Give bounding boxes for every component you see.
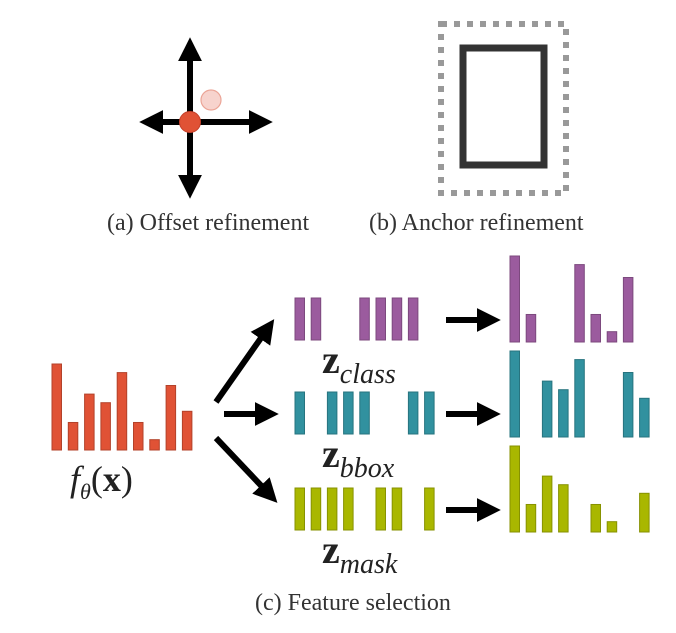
anchor-refinement-panel	[438, 21, 569, 196]
output-bar-bbox	[639, 397, 650, 438]
input-bar	[149, 439, 160, 451]
output-arrows	[446, 308, 501, 522]
output-bar-mask	[558, 484, 569, 533]
mask-bar-mask	[310, 487, 322, 531]
output-bar-mask	[606, 521, 618, 533]
selection-masks	[294, 297, 435, 531]
input-bar	[84, 393, 95, 451]
output-bar-mask	[541, 475, 553, 533]
output-bar-class	[509, 255, 520, 343]
input-bar	[67, 421, 79, 451]
input-bar	[133, 421, 144, 451]
output-bar-mask	[590, 503, 601, 533]
mask-bar-bbox	[326, 391, 338, 435]
mask-bar-class	[407, 297, 419, 341]
z-class-label: zclass	[322, 336, 396, 390]
refined-anchor-dotted	[438, 21, 569, 196]
mask-bar-bbox	[407, 391, 419, 435]
subscript-bbox: bbox	[339, 453, 395, 484]
f-symbol: f	[70, 459, 81, 499]
output-bar-bbox	[509, 350, 520, 438]
mask-bar-mask	[343, 487, 354, 531]
mask-bar-mask	[326, 487, 338, 531]
selected-feature-bars	[509, 255, 650, 533]
output-bar-mask	[509, 445, 520, 533]
arrow-to-mask	[213, 435, 278, 503]
caption-feature-selection: (c) Feature selection	[255, 590, 451, 616]
mask-bar-bbox	[424, 391, 435, 435]
refined-point	[200, 89, 222, 111]
caption-anchor-refinement: (b) Anchor refinement	[369, 210, 584, 236]
input-feature-bars	[51, 363, 193, 451]
z-symbol: z	[322, 527, 340, 572]
theta-symbol: θ	[80, 479, 91, 504]
output-bar-class	[590, 313, 601, 343]
feature-extractor-label: fθ(x)	[70, 458, 133, 504]
mask-bar-class	[359, 297, 370, 341]
input-bar	[51, 363, 62, 451]
output-bar-class	[606, 331, 618, 343]
original-anchor-box	[459, 44, 548, 169]
x-symbol: x	[102, 459, 121, 499]
mask-bar-bbox	[294, 391, 305, 435]
close-paren: )	[120, 459, 133, 499]
output-bar-bbox	[622, 372, 634, 438]
output-bar-class	[574, 264, 585, 343]
mask-bar-class	[310, 297, 322, 341]
z-symbol: z	[322, 337, 340, 382]
arrow-to-class	[213, 319, 275, 404]
mask-bar-mask	[294, 487, 305, 531]
caption-offset-refinement: (a) Offset refinement	[107, 210, 310, 236]
input-bar	[100, 402, 111, 451]
open-paren: (	[90, 459, 103, 499]
input-bar	[181, 410, 193, 451]
mask-bar-class	[294, 297, 305, 341]
output-bar-bbox	[574, 359, 585, 438]
split-arrows	[213, 319, 279, 503]
mask-bar-class	[391, 297, 403, 341]
z-bbox-label: zbbox	[322, 430, 394, 484]
original-point	[179, 111, 201, 133]
mask-bar-mask	[375, 487, 386, 531]
output-bar-bbox	[558, 389, 569, 438]
output-bar-mask	[525, 503, 537, 533]
input-bar	[165, 385, 177, 451]
output-bar-class	[525, 313, 537, 343]
subscript-mask: mask	[339, 549, 398, 580]
mask-bar-bbox	[359, 391, 370, 435]
mask-bar-mask	[391, 487, 403, 531]
z-mask-label: zmask	[322, 526, 397, 580]
input-bar	[116, 372, 128, 451]
output-bar-mask	[639, 492, 650, 533]
output-bar-bbox	[541, 380, 553, 438]
output-bar-class	[622, 277, 634, 343]
subscript-class: class	[339, 359, 396, 390]
mask-bar-class	[375, 297, 386, 341]
mask-bar-mask	[424, 487, 435, 531]
mask-bar-bbox	[343, 391, 354, 435]
offset-refinement-panel	[139, 37, 273, 199]
z-symbol: z	[322, 431, 340, 476]
